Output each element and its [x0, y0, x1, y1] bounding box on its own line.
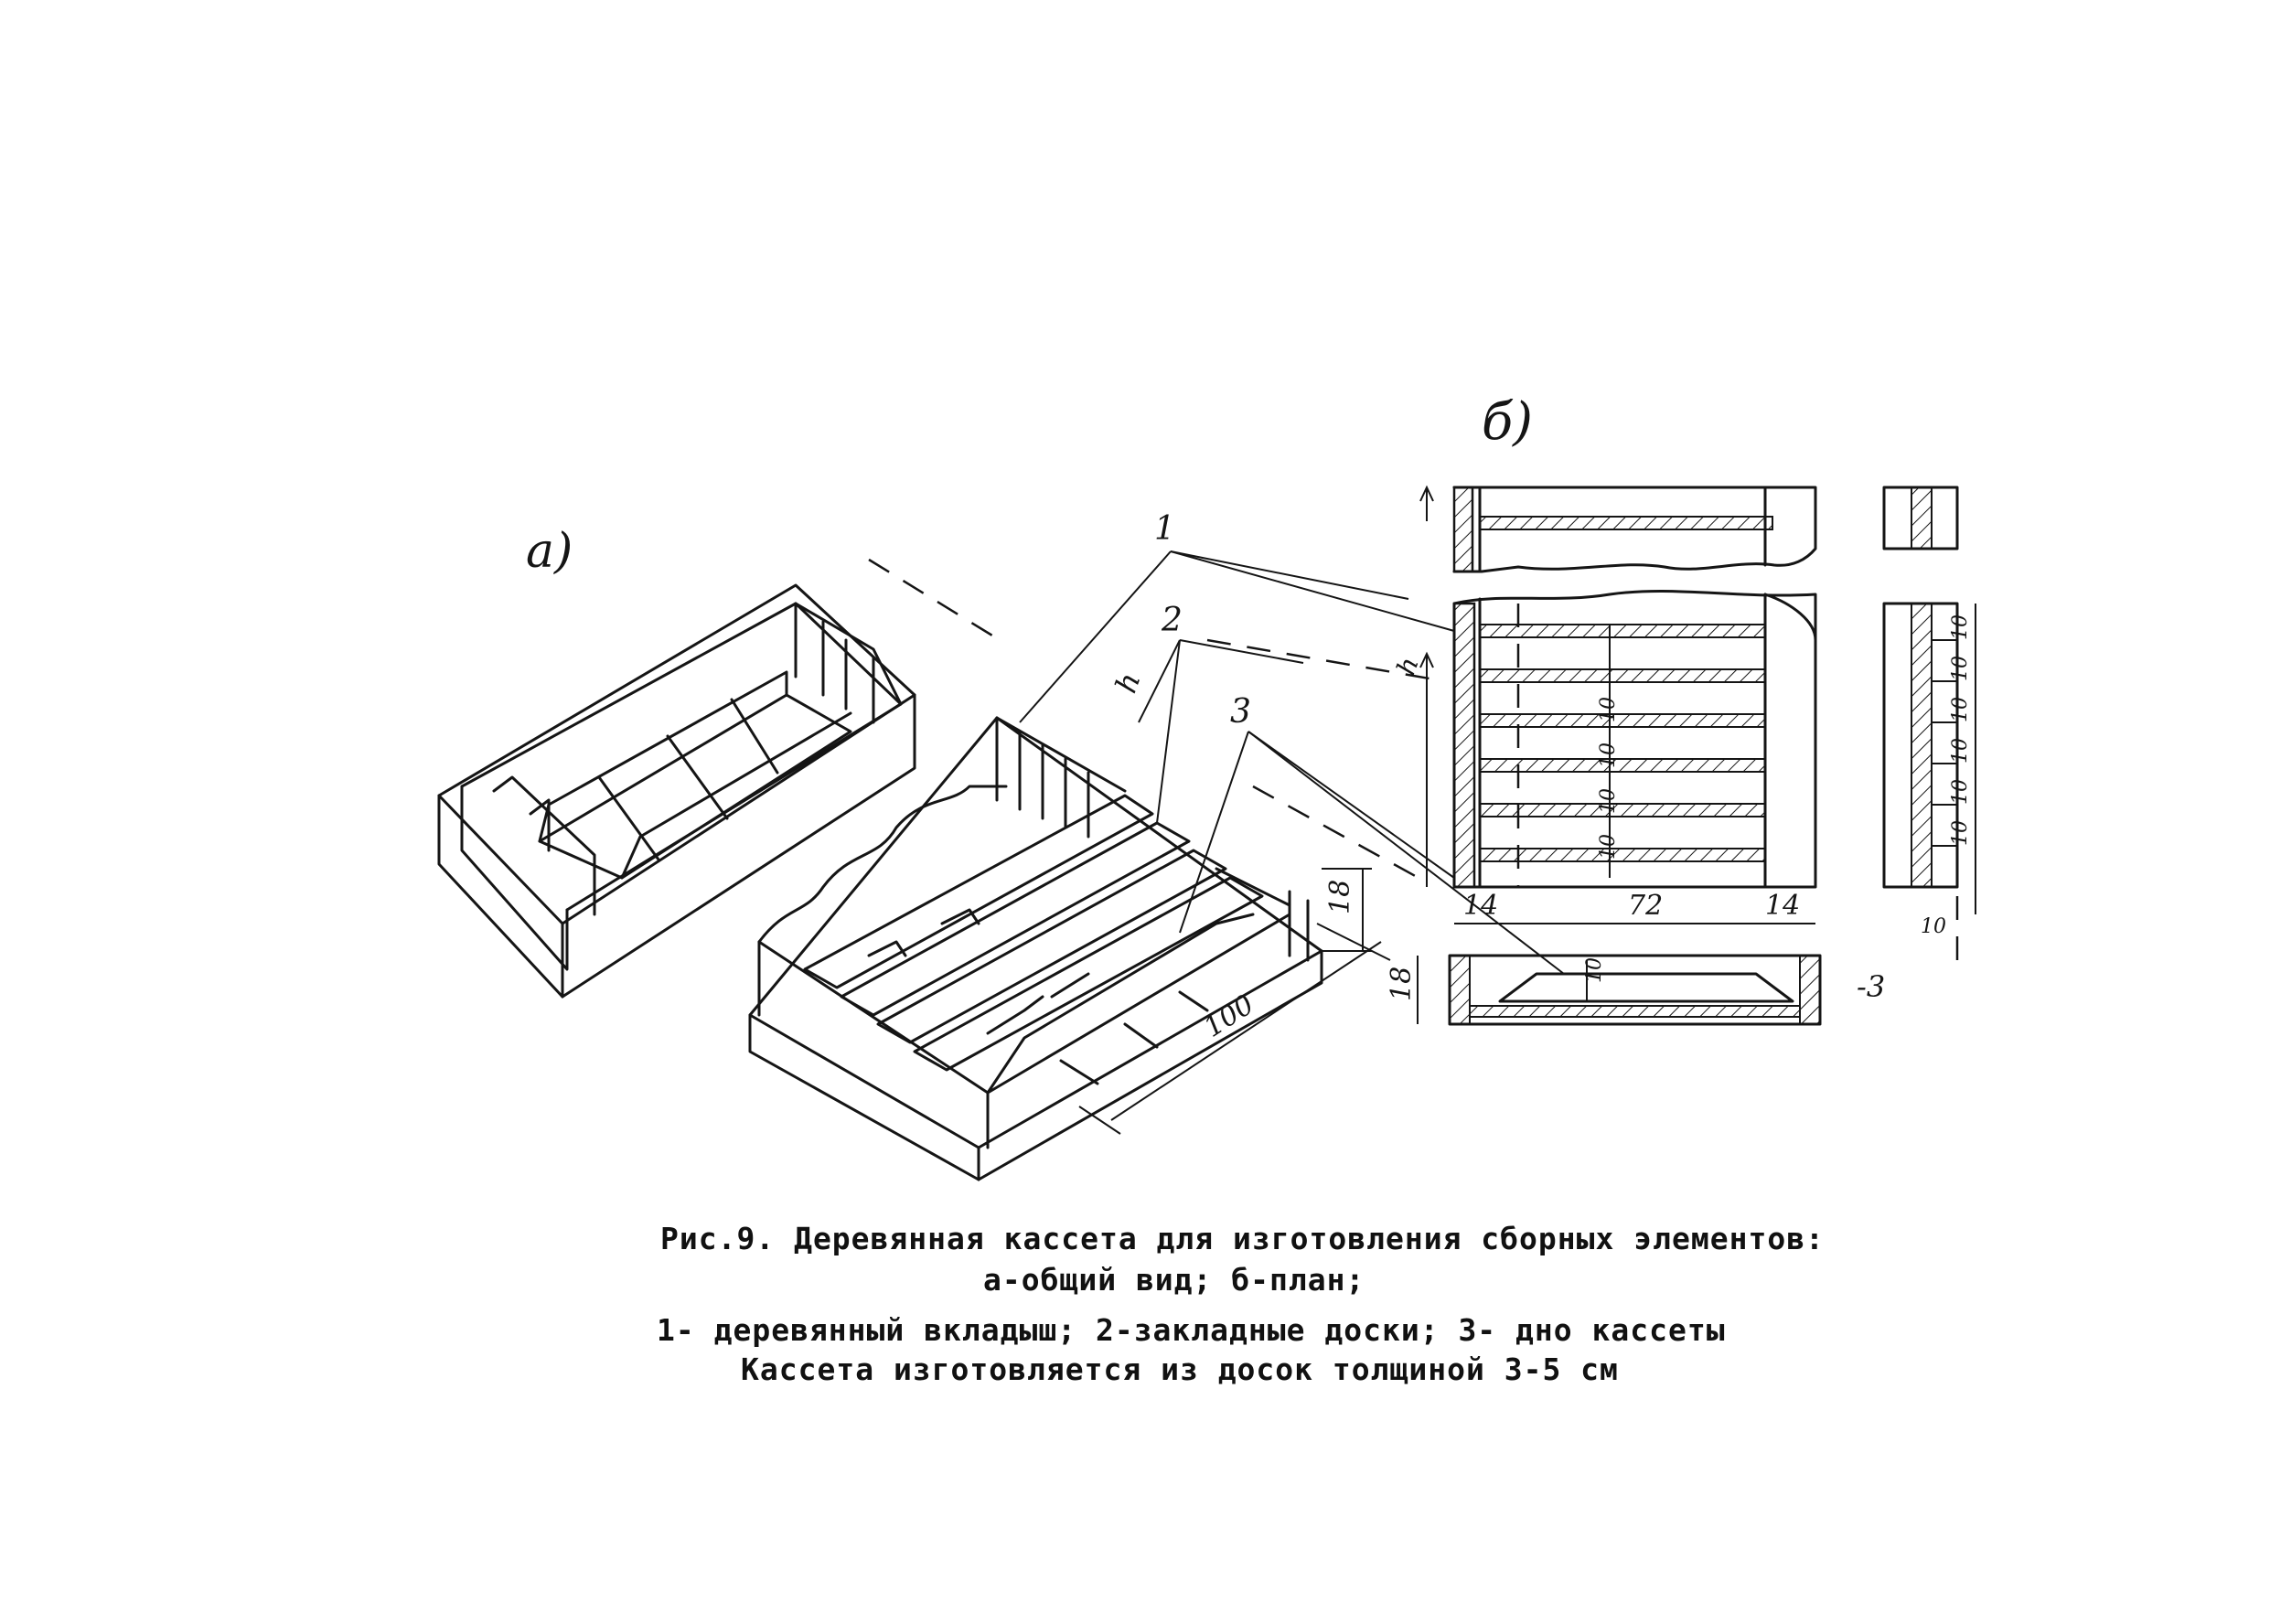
- dim-side-right: 14: [1765, 890, 1800, 922]
- view-a-label: а): [526, 524, 573, 579]
- svg-text:10: 10: [1597, 834, 1620, 860]
- caption-line-2: а-общий вид; б-план;: [983, 1262, 1365, 1298]
- svg-text:10: 10: [1921, 915, 1946, 938]
- callouts: 1 2 3 h: [1019, 510, 1565, 975]
- caption-line-3: 1- деревянный вкладыш; 2-закладные доски…: [657, 1312, 1726, 1348]
- svg-text:h: h: [1391, 653, 1425, 678]
- svg-text:10: 10: [1949, 614, 1972, 640]
- dim-height-b: 18: [1386, 967, 1418, 1001]
- callout-3-side: -3: [1857, 969, 1885, 1004]
- svg-text:10: 10: [1949, 697, 1972, 722]
- dim-width: 72: [1628, 890, 1663, 922]
- svg-text:10: 10: [1597, 788, 1620, 814]
- dim-side-left: 14: [1463, 890, 1498, 922]
- svg-text:10: 10: [1949, 779, 1972, 805]
- svg-text:10: 10: [1949, 738, 1972, 764]
- dim-spacing: 10: [1597, 697, 1620, 722]
- view-b-plan: 10 10 10 10 h 14 72 14 10 18 -3: [1386, 485, 1976, 1026]
- svg-text:10: 10: [1949, 820, 1972, 846]
- view-a-cassette: [437, 558, 993, 999]
- dim-height-a: 18: [1324, 880, 1356, 914]
- svg-text:h: h: [1108, 668, 1148, 697]
- callout-2: 2: [1161, 602, 1183, 639]
- caption-line-1: Рис.9. Деревянная кассета для изготовлен…: [660, 1221, 1825, 1256]
- view-a-large-cassette: 100 18: [748, 716, 1428, 1181]
- svg-text:10: 10: [1597, 743, 1620, 768]
- caption-line-4: Кассета изготовляется из досок толщиной …: [741, 1352, 1619, 1387]
- dim-bottom: 10: [1583, 957, 1606, 983]
- callout-3: 3: [1230, 693, 1251, 731]
- svg-text:10: 10: [1949, 656, 1972, 681]
- view-b-label: б): [1482, 392, 1533, 452]
- callout-1: 1: [1154, 510, 1175, 548]
